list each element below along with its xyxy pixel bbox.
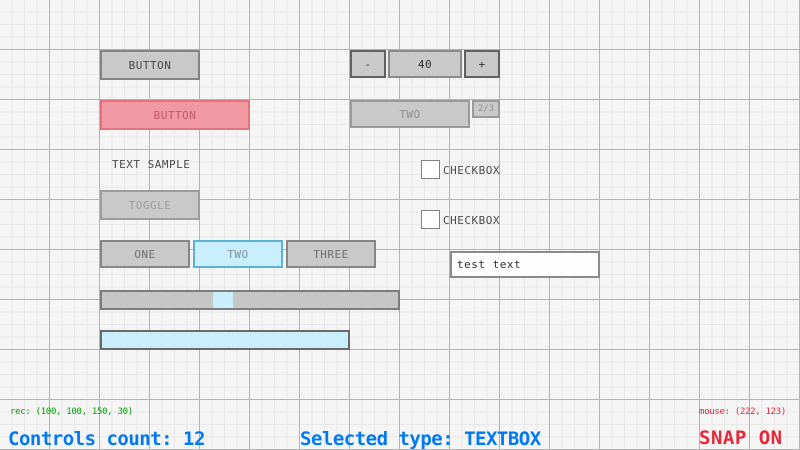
status-selected-type: Selected type: TEXTBOX bbox=[300, 428, 541, 450]
toggle-group-item-two-selected[interactable]: TWO bbox=[193, 240, 283, 268]
button-control-selected[interactable]: BUTTON bbox=[100, 100, 250, 130]
text-sample-label: TEXT SAMPLE bbox=[112, 158, 191, 171]
slider-handle[interactable] bbox=[213, 292, 233, 308]
status-snap-indicator: SNAP ON bbox=[699, 427, 783, 449]
slider-control[interactable] bbox=[100, 290, 400, 310]
status-controls-count: Controls count: 12 bbox=[8, 428, 205, 450]
spinner-decrement-button[interactable]: - bbox=[350, 50, 386, 78]
toggle-group-item-three[interactable]: THREE bbox=[286, 240, 376, 268]
combobox-counter[interactable]: 2/3 bbox=[472, 100, 500, 118]
button-control[interactable]: BUTTON bbox=[100, 50, 200, 80]
progressbar-control[interactable] bbox=[100, 330, 350, 350]
checkbox-1[interactable] bbox=[421, 160, 440, 179]
checkbox-2-label: CHECKBOX bbox=[443, 214, 500, 227]
combobox-control[interactable]: TWO bbox=[350, 100, 470, 128]
textbox-control[interactable] bbox=[450, 251, 600, 278]
toggle-control[interactable]: TOGGLE bbox=[100, 190, 200, 220]
spinner-value[interactable]: 40 bbox=[388, 50, 462, 78]
checkbox-1-label: CHECKBOX bbox=[443, 164, 500, 177]
checkbox-2[interactable] bbox=[421, 210, 440, 229]
status-rec-info: rec: (100, 100, 150, 30) bbox=[10, 407, 133, 417]
spinner-increment-button[interactable]: + bbox=[464, 50, 500, 78]
status-mouse-info: mouse: (222, 123) bbox=[699, 407, 787, 417]
toggle-group-item-one[interactable]: ONE bbox=[100, 240, 190, 268]
